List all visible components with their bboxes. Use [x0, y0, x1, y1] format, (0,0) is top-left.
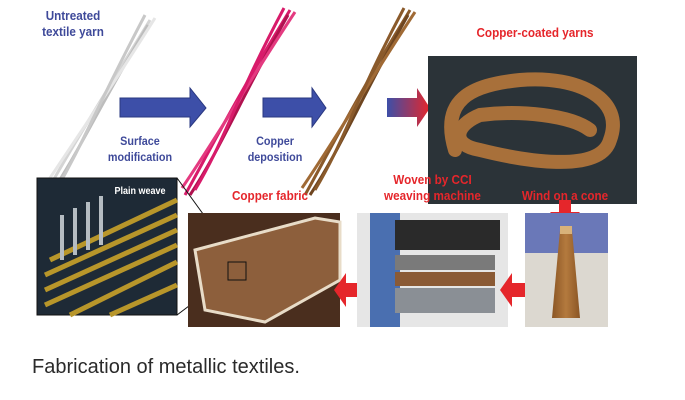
arrow-left-icon — [334, 273, 366, 307]
label-plain-weave: Plain weave — [114, 186, 166, 197]
label-woven-by-cci: Woven by CCI weaving machine — [384, 172, 481, 203]
weaving-machine-photo — [357, 213, 508, 327]
cone-photo — [525, 213, 608, 327]
copper-yarn-image — [300, 7, 417, 196]
label-copper-deposition: Copper deposition — [247, 134, 303, 164]
copper-yarns-photo — [428, 56, 637, 204]
label-untreated-yarn: Untreated textile yarn — [42, 8, 104, 39]
arrow-right-icon — [119, 86, 207, 129]
label-copper-coated-yarns: Copper-coated yarns — [476, 25, 594, 40]
modified-yarn-image — [180, 7, 297, 196]
label-wind-on-cone: Wind on a cone — [521, 188, 609, 203]
label-surface-modification: Surface modification — [107, 134, 173, 164]
arrow-left-icon — [500, 273, 530, 307]
copper-fabric-photo — [188, 213, 342, 327]
plain-weave-inset — [36, 177, 179, 318]
arrow-right-icon — [262, 86, 327, 129]
label-copper-fabric: Copper fabric — [231, 188, 309, 203]
figure-caption: Fabrication of metallic textiles. — [32, 356, 300, 378]
arrow-right-icon — [387, 88, 430, 127]
